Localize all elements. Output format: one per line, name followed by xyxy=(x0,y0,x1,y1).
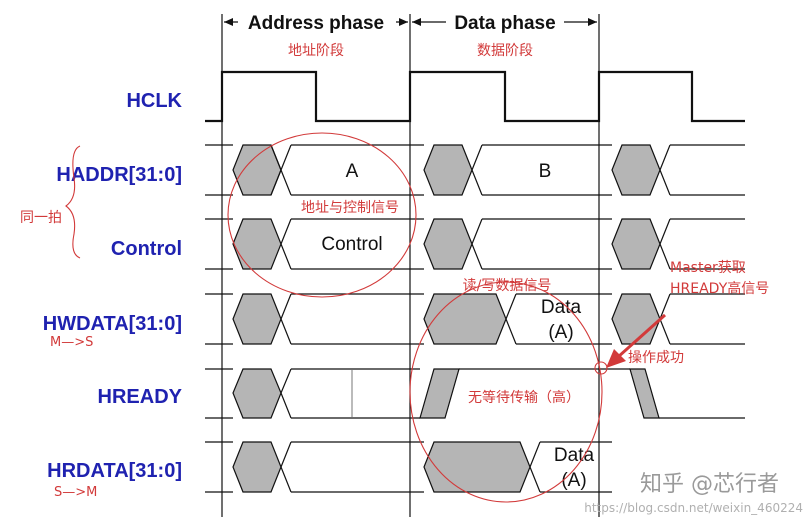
data-phase-label: Data phase xyxy=(454,13,555,34)
hwdata-bus xyxy=(205,293,745,345)
signal-label-hwdata: HWDATA[31:0] xyxy=(43,313,182,335)
hclk-waveform xyxy=(205,70,745,123)
address-phase-arrow xyxy=(224,10,408,34)
rw-data-note: 读/写数据信号 xyxy=(463,277,552,294)
hwdata-value-line2: (A) xyxy=(548,322,573,343)
hrdata-value-line2: (A) xyxy=(561,470,586,491)
master-get-note-line1: Master获取 xyxy=(670,260,746,276)
zhihu-watermark: 知乎 @芯行者 xyxy=(640,472,779,497)
haddr-value-a: A xyxy=(346,161,359,182)
signal-label-hclk: HCLK xyxy=(126,90,182,112)
hwdata-value-line1: Data xyxy=(541,297,582,318)
addr-ctrl-ellipse xyxy=(227,132,417,298)
same-beat-brace xyxy=(65,145,81,259)
master-get-note-line2: HREADY高信号 xyxy=(670,280,769,297)
haddr-bus xyxy=(205,144,745,196)
haddr-value-b: B xyxy=(539,161,552,182)
signal-label-hready: HREADY xyxy=(98,386,183,408)
op-success-note: 操作成功 xyxy=(628,350,684,366)
address-phase-cn: 地址阶段 xyxy=(288,43,344,59)
hrdata-value-line1: Data xyxy=(554,445,595,466)
hrdata-bus xyxy=(205,441,612,493)
same-beat-note: 同一拍 xyxy=(20,210,62,226)
success-arrow-icon xyxy=(606,313,666,368)
csdn-watermark: https://blog.csdn.net/weixin_460224 xyxy=(584,501,803,515)
signal-label-control: Control xyxy=(111,238,182,260)
signal-label-hrdata: HRDATA[31:0] xyxy=(47,460,182,482)
hready-waveform xyxy=(205,368,745,419)
data-phase-arrow xyxy=(412,10,597,34)
s-to-m-note: S—>M xyxy=(54,485,97,500)
success-point-marker xyxy=(594,361,608,375)
data-ellipse xyxy=(409,281,603,503)
address-phase-label: Address phase xyxy=(248,13,384,34)
m-to-s-note: M—>S xyxy=(50,335,93,350)
signal-label-haddr: HADDR[31:0] xyxy=(56,164,182,186)
data-phase-cn: 数据阶段 xyxy=(477,43,533,59)
control-bus xyxy=(205,218,745,270)
no-wait-note: 无等待传输（高） xyxy=(468,389,580,406)
addr-ctrl-note: 地址与控制信号 xyxy=(301,200,399,216)
control-value: Control xyxy=(321,234,382,255)
